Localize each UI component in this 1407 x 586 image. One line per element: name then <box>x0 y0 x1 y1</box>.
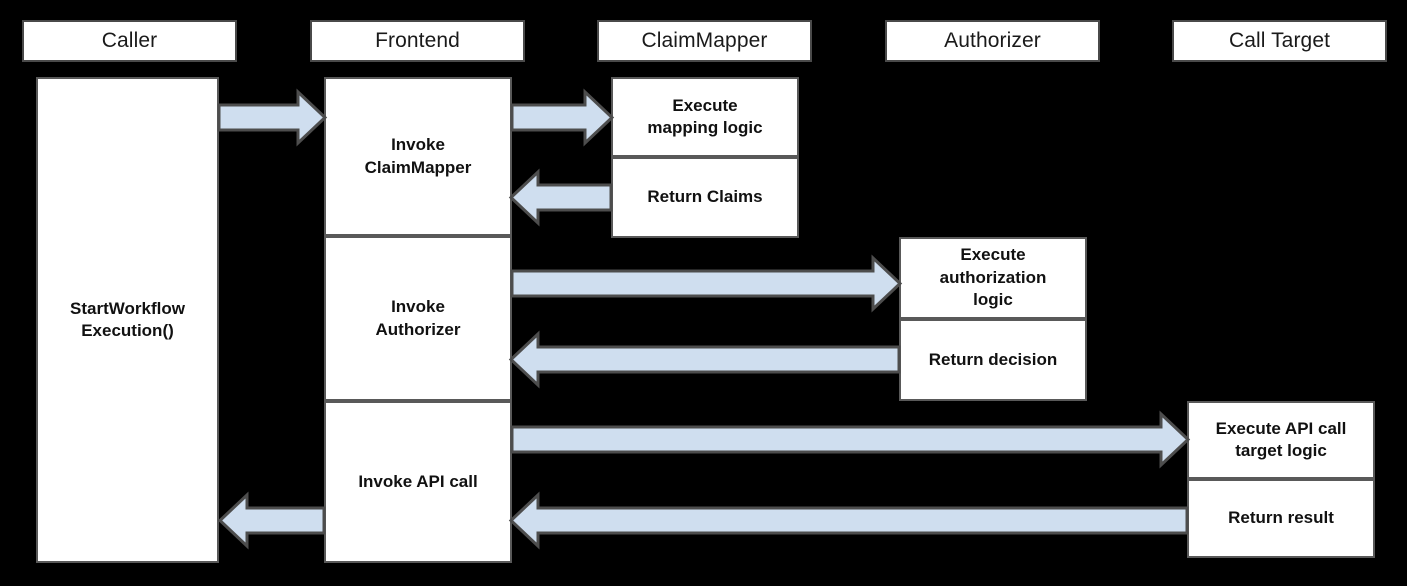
lifeline-header-label: Caller <box>101 29 158 52</box>
lifeline-header-label: Frontend <box>375 29 460 52</box>
lifeline-header-caller[interactable]: Caller <box>22 20 237 62</box>
activation-label: Return Claims <box>647 187 763 207</box>
lifeline-header-label: Authorizer <box>944 29 1041 52</box>
msg-frontend-to-authorizer-arrow[interactable] <box>510 254 903 313</box>
activation-label: Invoke API call <box>358 471 478 491</box>
activation-label: Invoke Authorizer <box>375 297 461 339</box>
activation-caller-main[interactable]: StartWorkflow Execution() <box>36 77 219 563</box>
activation-frontend-invoke-api-call[interactable]: Invoke API call <box>324 401 512 563</box>
activation-label: Execute API call target logic <box>1215 418 1347 460</box>
activation-label: Execute authorization logic <box>939 245 1047 310</box>
activation-frontend-invoke-claimmapper[interactable]: Invoke ClaimMapper <box>324 77 512 236</box>
lifeline-header-claimmapper[interactable]: ClaimMapper <box>597 20 812 62</box>
activation-label: Execute mapping logic <box>647 95 763 137</box>
msg-frontend-to-caller-arrow[interactable] <box>217 491 326 550</box>
activation-authorizer-return[interactable]: Return decision <box>899 319 1087 401</box>
lifeline-header-calltarget[interactable]: Call Target <box>1172 20 1387 62</box>
lifeline-header-label: ClaimMapper <box>641 29 768 52</box>
msg-calltarget-to-frontend-arrow[interactable] <box>508 491 1189 550</box>
activation-calltarget-execute[interactable]: Execute API call target logic <box>1187 401 1375 479</box>
activation-frontend-invoke-authorizer[interactable]: Invoke Authorizer <box>324 236 512 401</box>
activation-label: Return result <box>1228 508 1334 528</box>
msg-frontend-to-calltarget-arrow[interactable] <box>510 410 1191 469</box>
activation-label: Return decision <box>928 349 1058 369</box>
msg-claimmapper-to-frontend-arrow[interactable] <box>508 168 613 227</box>
activation-claimmapper-return[interactable]: Return Claims <box>611 157 799 238</box>
msg-frontend-to-claimmapper-arrow[interactable] <box>510 88 615 147</box>
activation-claimmapper-execute[interactable]: Execute mapping logic <box>611 77 799 157</box>
msg-authorizer-to-frontend-arrow[interactable] <box>508 330 901 389</box>
lifeline-header-frontend[interactable]: Frontend <box>310 20 525 62</box>
msg-caller-to-frontend-arrow[interactable] <box>217 88 328 147</box>
activation-label: Invoke ClaimMapper <box>364 135 472 177</box>
lifeline-header-authorizer[interactable]: Authorizer <box>885 20 1100 62</box>
activation-label: StartWorkflow Execution() <box>70 298 185 340</box>
activation-authorizer-execute[interactable]: Execute authorization logic <box>899 237 1087 319</box>
activation-calltarget-return[interactable]: Return result <box>1187 479 1375 558</box>
lifeline-header-label: Call Target <box>1228 29 1331 52</box>
